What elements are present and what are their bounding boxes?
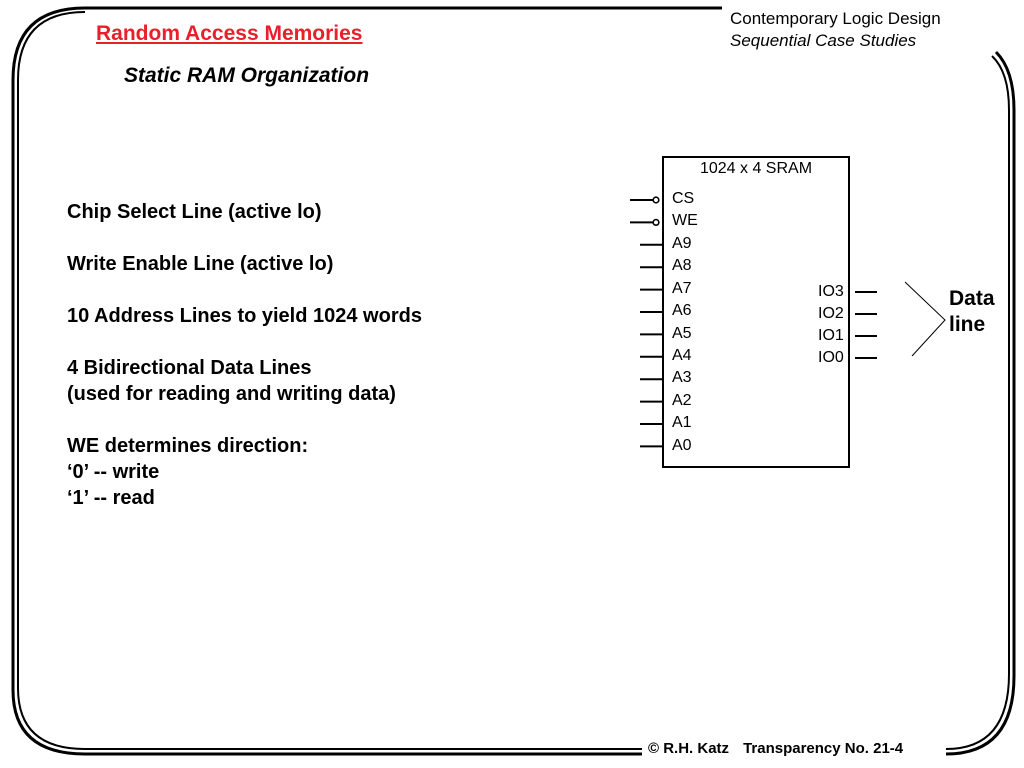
text-line: (used for reading and writing data)	[67, 383, 396, 405]
text-block: 4 Bidirectional Data Lines (used for rea…	[67, 355, 422, 407]
text-block: WE determines direction: ‘0’ -- write ‘1…	[67, 433, 422, 511]
pin-a8-label: A8	[672, 257, 692, 274]
data-line-label-line: Data	[949, 287, 995, 310]
pin-a5-label: A5	[672, 325, 692, 342]
data-line-label-line: line	[949, 313, 986, 336]
slide-subtitle: Static RAM Organization	[124, 64, 370, 87]
pin-io2-label: IO2	[818, 305, 844, 322]
text-line: ‘0’ -- write	[67, 461, 160, 483]
pin-cs-inversion-bubble	[652, 196, 660, 204]
text-block: 10 Address Lines to yield 1024 words	[67, 303, 422, 329]
pin-a6-label: A6	[672, 302, 692, 319]
pin-we-label: WE	[672, 212, 698, 229]
pin-a0-label: A0	[672, 437, 692, 454]
pin-io0-label: IO0	[818, 349, 844, 366]
pin-we-inversion-bubble	[652, 218, 660, 226]
pin-io1-label: IO1	[818, 327, 844, 344]
body-text: Chip Select Line (active lo) Write Enabl…	[67, 199, 422, 537]
text-line: 10 Address Lines to yield 1024 words	[67, 305, 422, 327]
pin-a3-label: A3	[672, 369, 692, 386]
pin-io3-label: IO3	[818, 283, 844, 300]
text-line: Write Enable Line (active lo)	[67, 253, 334, 275]
data-line-bracket	[904, 281, 946, 357]
pin-a2-label: A2	[672, 392, 692, 409]
text-line: ‘1’ -- read	[67, 487, 155, 509]
text-block: Write Enable Line (active lo)	[67, 251, 422, 277]
slide-title: Random Access Memories	[96, 22, 363, 45]
course-title: Contemporary Logic Design	[730, 9, 941, 28]
footer: © R.H. Katz Transparency No. 21-4	[648, 740, 903, 757]
text-line: Chip Select Line (active lo)	[67, 201, 322, 223]
pin-a1-label: A1	[672, 414, 692, 431]
transparency-number: Transparency No. 21-4	[743, 740, 904, 757]
data-line-label: Data line	[949, 286, 995, 338]
copyright: © R.H. Katz	[648, 740, 730, 757]
text-line: 4 Bidirectional Data Lines	[67, 357, 312, 379]
pin-a4-label: A4	[672, 347, 692, 364]
pin-cs-label: CS	[672, 190, 695, 207]
pin-a9-label: A9	[672, 235, 692, 252]
course-header: Contemporary Logic Design Sequential Cas…	[730, 8, 941, 52]
course-subtitle: Sequential Case Studies	[730, 31, 917, 50]
pin-a7-label: A7	[672, 280, 692, 297]
text-block: Chip Select Line (active lo)	[67, 199, 422, 225]
sram-chip-label: 1024 x 4 SRAM	[699, 160, 813, 177]
text-line: WE determines direction:	[67, 435, 309, 457]
